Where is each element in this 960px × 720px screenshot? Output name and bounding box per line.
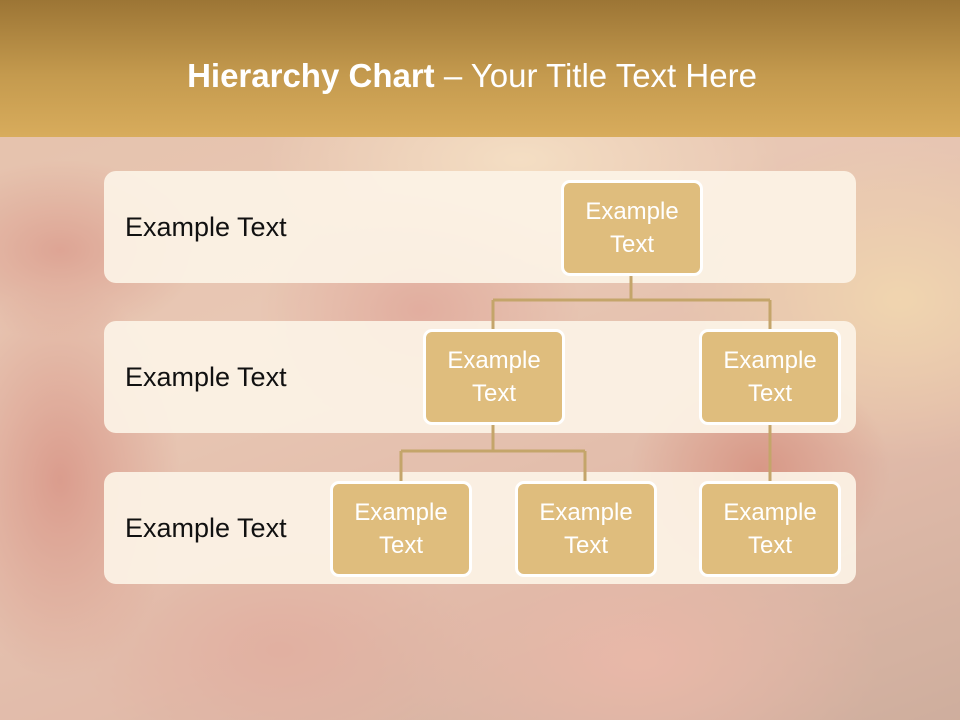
level-label-2: Example Text: [125, 362, 287, 392]
title-bold-part: Hierarchy Chart: [187, 57, 435, 94]
node-level3-c[interactable]: Example Text: [699, 481, 841, 577]
level-label-1: Example Text: [125, 212, 287, 242]
level-band-1: Example Text: [104, 171, 856, 283]
title-dash: –: [434, 57, 471, 94]
node-level2-right[interactable]: Example Text: [699, 329, 841, 425]
title-bar: Hierarchy Chart – Your Title Text Here: [0, 0, 960, 137]
node-level3-b[interactable]: Example Text: [515, 481, 657, 577]
slide-title: Hierarchy Chart – Your Title Text Here: [0, 56, 944, 96]
level-label-3: Example Text: [125, 513, 287, 543]
node-level2-left[interactable]: Example Text: [423, 329, 565, 425]
node-root[interactable]: Example Text: [561, 180, 703, 276]
title-rest-part: Your Title Text Here: [470, 57, 757, 94]
node-level3-a[interactable]: Example Text: [330, 481, 472, 577]
